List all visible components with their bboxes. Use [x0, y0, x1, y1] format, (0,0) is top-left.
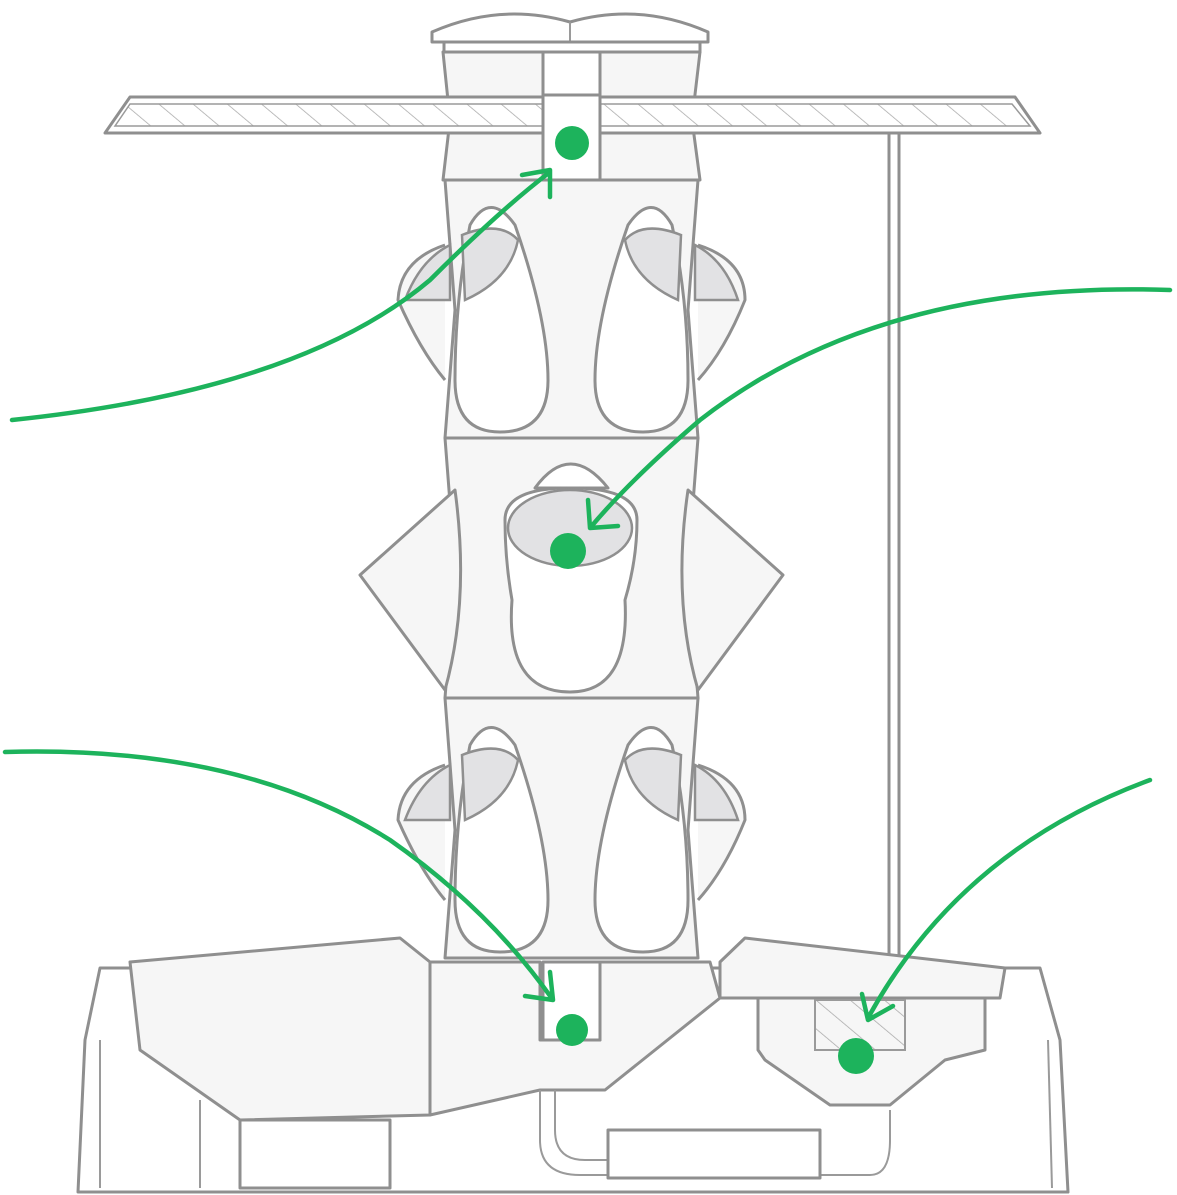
hotspot-dot-reservoir-pump[interactable] [838, 1038, 874, 1074]
hotspots [550, 126, 874, 1074]
callout-arrow-4 [859, 777, 1153, 1023]
callout-arrow-2 [585, 287, 1173, 531]
callout-arrows [2, 167, 1173, 1023]
hotspot-dot-top-column[interactable] [555, 126, 589, 160]
tower-section-3 [396, 696, 747, 960]
tower-section-1 [396, 178, 747, 440]
top-cap [430, 12, 710, 55]
light-shelf [103, 93, 1042, 182]
hotspot-dot-planting-port[interactable] [550, 533, 586, 569]
callout-arrow-1 [9, 167, 553, 423]
support-pole [887, 128, 901, 972]
reservoir-base [76, 936, 1070, 1194]
callout-arrow-3 [2, 749, 556, 1003]
hotspot-dot-pump-outlet[interactable] [556, 1014, 588, 1046]
